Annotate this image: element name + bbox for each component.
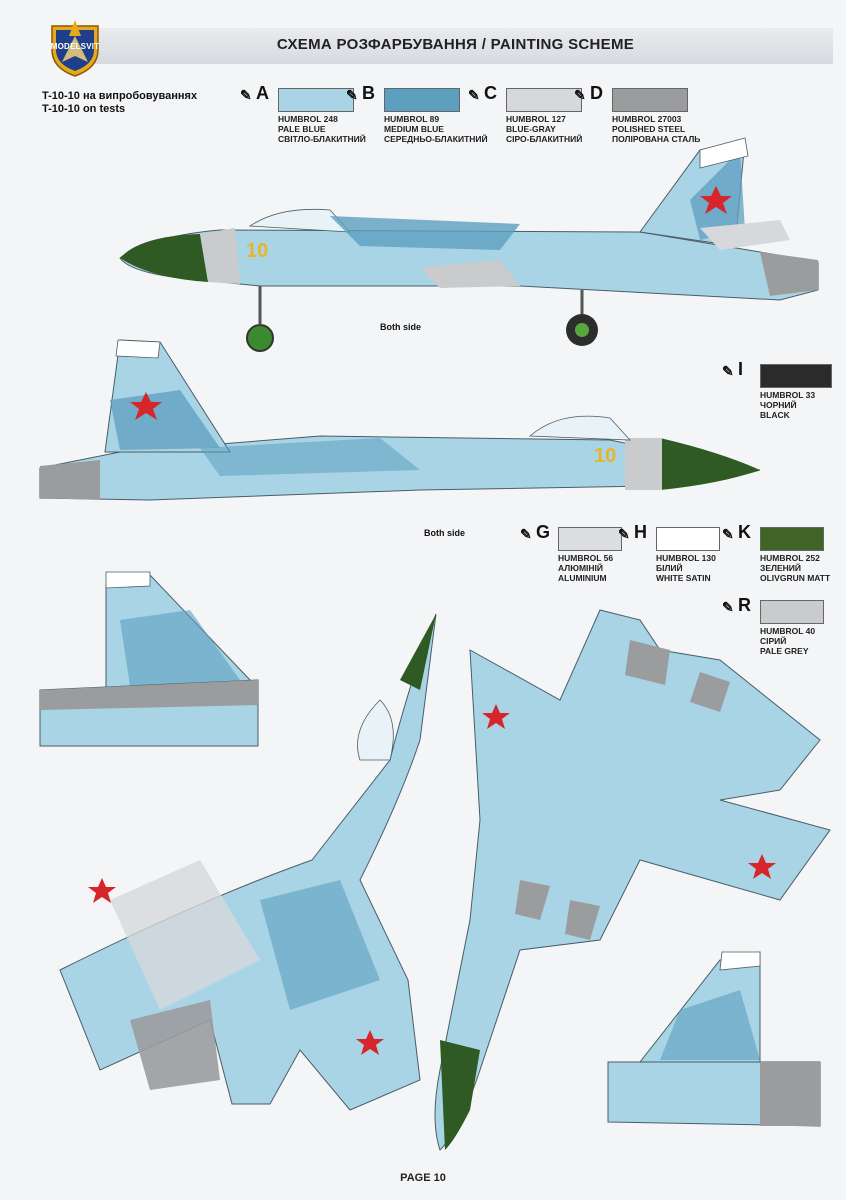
color-chip bbox=[384, 88, 460, 112]
subtitle-en: T-10-10 on tests bbox=[42, 103, 126, 115]
color-chip bbox=[278, 88, 354, 112]
fin-detail-left bbox=[39, 571, 259, 747]
swatch-h: ✎ H HUMBROL 130 БІЛИЙ WHITE SATIN bbox=[618, 522, 728, 589]
swatch-letter: I bbox=[738, 359, 744, 379]
swatch-b: ✎ B HUMBROL 89 MEDIUM BLUE СЕРЕДНЬО-БЛАК… bbox=[346, 83, 496, 150]
color-chip bbox=[656, 527, 720, 551]
swatch-letter: K bbox=[738, 522, 751, 542]
paint-name-ua: WHITE SATIN bbox=[656, 573, 711, 583]
swatch-letter: C bbox=[484, 83, 497, 103]
brush-icon: ✎ bbox=[722, 526, 734, 542]
brush-icon: ✎ bbox=[722, 363, 734, 379]
brush-icon: ✎ bbox=[618, 526, 630, 542]
paint-name-en: ЗЕЛЕНИЙ bbox=[760, 563, 801, 573]
swatch-c: ✎ C HUMBROL 127 BLUE-GRAY СІРО-БЛАКИТНИЙ bbox=[468, 83, 608, 150]
paint-name-en: СІРИЙ bbox=[760, 636, 787, 646]
swatch-text: HUMBROL 33 ЧОРНИЙ BLACK bbox=[760, 390, 846, 420]
paint-name-en: ЧОРНИЙ bbox=[760, 400, 797, 410]
svg-text:10: 10 bbox=[594, 445, 616, 467]
brush-icon: ✎ bbox=[520, 526, 532, 542]
bottom-view bbox=[434, 609, 831, 1151]
paint-code: HUMBROL 89 bbox=[384, 114, 440, 124]
swatch-a: ✎ A HUMBROL 248 PALE BLUE СВІТЛО-БЛАКИТН… bbox=[240, 83, 380, 150]
swatch-k: ✎ K HUMBROL 252 ЗЕЛЕНИЙ OLIVGRUN MATT bbox=[722, 522, 840, 589]
paint-name-ua: BLACK bbox=[760, 410, 790, 420]
paint-code: HUMBROL 130 bbox=[656, 553, 716, 563]
brush-icon: ✎ bbox=[346, 87, 358, 103]
color-chip bbox=[760, 600, 824, 624]
brush-icon: ✎ bbox=[574, 87, 586, 103]
paint-name-ua: PALE GREY bbox=[760, 646, 809, 656]
paint-code: HUMBROL 248 bbox=[278, 114, 338, 124]
color-chip bbox=[506, 88, 582, 112]
scheme-subtitle: T-10-10 на випробовуваннях T-10-10 on te… bbox=[42, 90, 197, 116]
swatch-text: HUMBROL 89 MEDIUM BLUE СЕРЕДНЬО-БЛАКИТНИ… bbox=[384, 114, 494, 144]
swatch-g: ✎ G HUMBROL 56 АЛЮМІНІЙ ALUMINIUM bbox=[520, 522, 630, 589]
subtitle-ua: T-10-10 на випробовуваннях bbox=[42, 90, 198, 102]
paint-code: HUMBROL 40 bbox=[760, 626, 816, 636]
paint-name-en: MEDIUM BLUE bbox=[384, 124, 444, 134]
paint-code: HUMBROL 56 bbox=[558, 553, 614, 563]
paint-name-ua: СВІТЛО-БЛАКИТНИЙ bbox=[278, 134, 366, 144]
color-chip bbox=[558, 527, 622, 551]
brush-icon: ✎ bbox=[240, 87, 252, 103]
swatch-text: HUMBROL 127 BLUE-GRAY СІРО-БЛАКИТНИЙ bbox=[506, 114, 616, 144]
both-side-label: Both side bbox=[424, 528, 465, 538]
logo-badge-icon bbox=[51, 20, 99, 77]
paint-name-en: BLUE-GRAY bbox=[506, 124, 556, 134]
modelsvit-logo: MODELSVIT bbox=[44, 16, 106, 78]
swatch-d: ✎ D HUMBROL 27003 POLISHED STEEL ПОЛІРОВ… bbox=[574, 83, 734, 150]
paint-name-ua: СЕРЕДНЬО-БЛАКИТНИЙ bbox=[384, 134, 488, 144]
swatch-text: HUMBROL 130 БІЛИЙ WHITE SATIN bbox=[656, 553, 766, 583]
side-view-left: 10 Both side bbox=[119, 137, 819, 352]
page-title: СХЕМА РОЗФАРБУВАННЯ / PAINTING SCHEME bbox=[276, 36, 635, 53]
swatch-letter: B bbox=[362, 83, 375, 103]
paint-name-en: POLISHED STEEL bbox=[612, 124, 686, 134]
swatch-text: HUMBROL 56 АЛЮМІНІЙ ALUMINIUM bbox=[558, 553, 668, 583]
brush-icon: ✎ bbox=[468, 87, 480, 103]
logo-text: MODELSVIT bbox=[50, 42, 100, 51]
swatch-letter: G bbox=[536, 522, 551, 542]
swatch-text: HUMBROL 252 ЗЕЛЕНИЙ OLIVGRUN MATT bbox=[760, 553, 846, 583]
paint-name-ua: ALUMINIUM bbox=[558, 573, 607, 583]
paint-name-en: PALE BLUE bbox=[278, 124, 326, 134]
swatch-text: HUMBROL 248 PALE BLUE СВІТЛО-БЛАКИТНИЙ bbox=[278, 114, 388, 144]
both-side-label: Both side bbox=[380, 322, 421, 332]
paint-name-ua: СІРО-БЛАКИТНИЙ bbox=[506, 134, 583, 144]
fin-detail-right bbox=[607, 951, 821, 1127]
paint-code: HUMBROL 33 bbox=[760, 390, 816, 400]
color-chip bbox=[612, 88, 688, 112]
swatch-letter: R bbox=[738, 595, 751, 615]
swatch-text: HUMBROL 40 СІРИЙ PALE GREY bbox=[760, 626, 846, 656]
swatch-i: ✎ I HUMBROL 33 ЧОРНИЙ BLACK bbox=[722, 359, 832, 426]
top-view bbox=[59, 613, 437, 1111]
paint-name-en: БІЛИЙ bbox=[656, 563, 683, 573]
page-number: PAGE 10 bbox=[400, 1172, 446, 1184]
brush-icon: ✎ bbox=[722, 599, 734, 615]
paint-name-ua: OLIVGRUN MATT bbox=[760, 573, 831, 583]
paint-name-ua: ПОЛІРОВАНА СТАЛЬ bbox=[612, 134, 701, 144]
side-view-right: 10 Both side bbox=[39, 339, 761, 538]
swatch-text: HUMBROL 27003 POLISHED STEEL ПОЛІРОВАНА … bbox=[612, 114, 722, 144]
paint-code: HUMBROL 27003 bbox=[612, 114, 682, 124]
swatch-letter: H bbox=[634, 522, 647, 542]
swatch-letter: A bbox=[256, 83, 269, 103]
swatch-r: ✎ R HUMBROL 40 СІРИЙ PALE GREY bbox=[722, 595, 832, 662]
header-band: СХЕМА РОЗФАРБУВАННЯ / PAINTING SCHEME bbox=[78, 28, 833, 64]
paint-code: HUMBROL 127 bbox=[506, 114, 566, 124]
paint-code: HUMBROL 252 bbox=[760, 553, 820, 563]
color-chip bbox=[760, 527, 824, 551]
swatch-letter: D bbox=[590, 83, 603, 103]
board-number: 10 bbox=[246, 240, 268, 262]
color-chip bbox=[760, 364, 832, 388]
paint-name-en: АЛЮМІНІЙ bbox=[558, 563, 604, 573]
